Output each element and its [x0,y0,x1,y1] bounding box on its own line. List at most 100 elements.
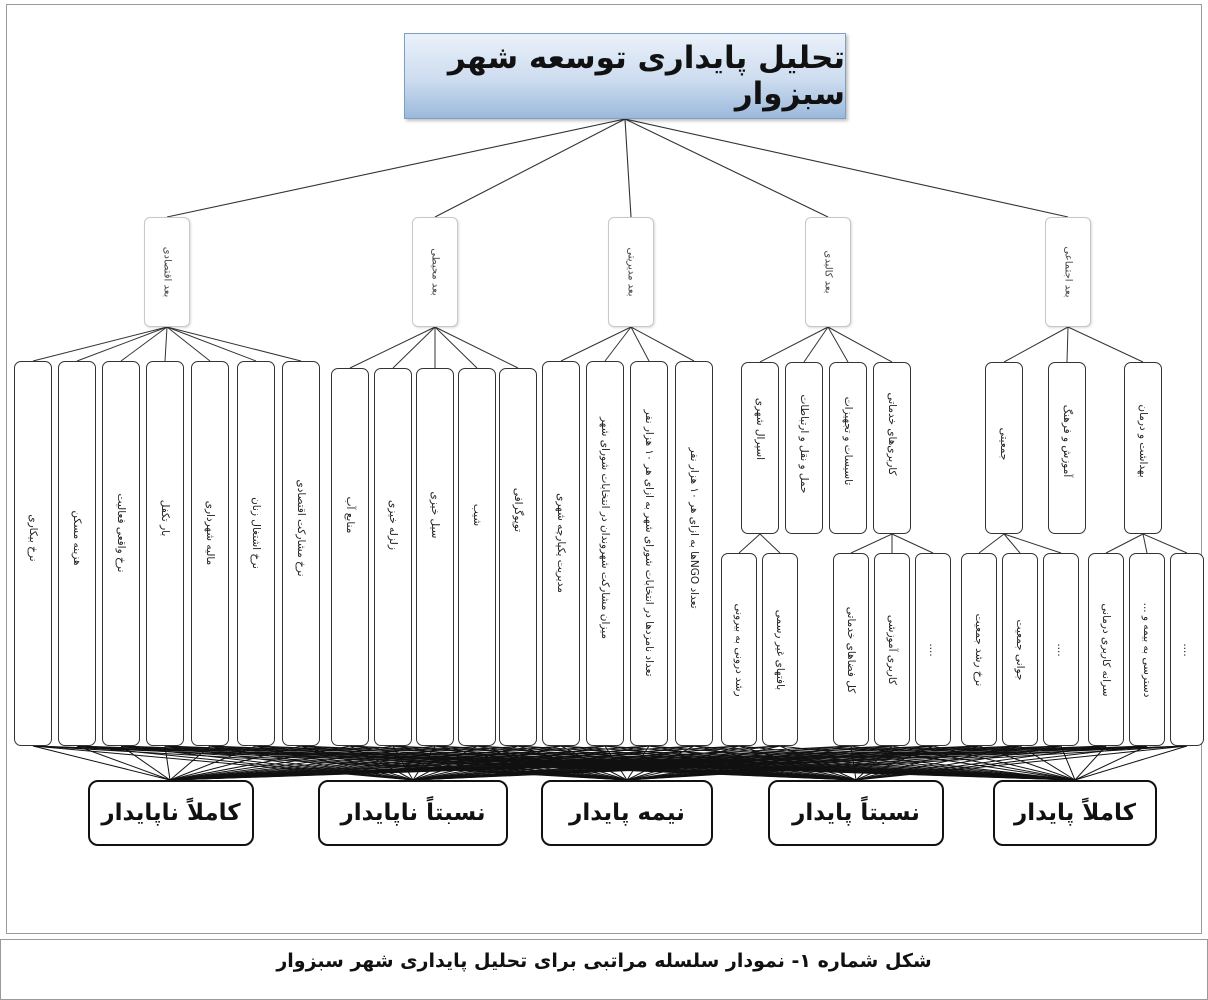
indicator-label: منابع آب [344,496,356,534]
indicator-urban-sprawl: اسپرال شهری [741,362,779,534]
indicator-label: آموزش و فرهنگ [1061,404,1073,478]
leaf-outcome-connector [169,745,351,781]
indicator-label: مدیریت یکپارچه شهری [555,493,567,593]
indicator-sub-connector [1142,533,1148,554]
indicator-label: زلزله خیزی [387,500,399,550]
dimension-indicator-connector [166,326,302,362]
leaf-outcome-connector [412,745,478,781]
sub-indicator-service-more: .... [915,553,951,746]
dimension-indicator-connector [120,326,168,362]
outcome-completely-sustainable: کاملاً پایدار [993,780,1157,846]
leaf-outcome-connector [855,745,1188,781]
indicator-label: میزان مشارکت شهروندان در انتخابات شورای … [599,417,611,639]
indicator-sub-connector [978,533,1005,554]
indicator-label: هزینه مسکن [71,510,83,566]
title-dimension-connector [624,118,829,218]
figure-caption: شکل شماره ۱- نمودار سلسله مراتبی برای تح… [276,950,932,972]
title-dimension-connector [434,118,626,218]
leaf-outcome-connector [169,745,606,781]
leaf-outcome-connector [626,745,1188,781]
indicator-label: جمعیتی [998,427,1010,461]
dimension-label: بعد کالبدی [822,250,834,294]
leaf-outcome-connector [169,745,1188,781]
dimension-indicator-connector [76,326,168,362]
indicator-housing-cost: هزینه مسکن [58,361,96,746]
sub-indicator-insurance-access: دسترسی به بیمه و ... [1129,553,1165,746]
leaf-outcome-connector [164,745,414,781]
dimension-indicator-connector [803,326,829,363]
indicator-service-uses: کاربری‌های خدماتی [873,362,911,534]
indicator-flood: سیل خیزی [416,368,454,746]
indicator-label: نرخ بیکاری [27,514,39,562]
indicator-transport: حمل و نقل و ارتباطات [785,362,823,534]
sub-indicator-health-per-capita: سرانه کاربری درمانی [1088,553,1124,746]
indicator-label: بار تکفل [159,499,171,537]
sub-indicator-label: سرانه کاربری درمانی [1100,603,1112,697]
leaf-outcome-connector [209,745,414,781]
sub-indicator-label: کل فضاهای خدماتی [845,606,857,694]
indicator-sub-connector [1105,533,1144,554]
indicator-unemployment: نرخ بیکاری [14,361,52,746]
indicator-sub-connector [891,533,934,554]
indicator-label: اسپرال شهری [754,397,766,461]
leaf-outcome-connector [169,745,478,781]
sub-indicator-population-more: .... [1043,553,1079,746]
leaf-outcome-connector [169,745,394,781]
dimension-indicator-connector [630,326,695,362]
leaf-outcome-connector [169,745,519,781]
sub-indicator-label: کاربری آموزشی [886,614,898,686]
leaf-outcome-connector [779,745,1076,781]
title-dimension-connector [166,118,626,218]
leaf-outcome-connector [412,745,436,781]
dimension-indicator-connector [1066,326,1069,363]
outcome-completely-unsustainable: کاملاً ناپایدار [88,780,254,846]
outcome-relatively-unsustainable: نسبتاً ناپایدار [318,780,508,846]
dimension-indicator-connector [1067,326,1144,363]
indicator-label: حمل و نقل و ارتباطات [798,394,810,494]
indicator-health: بهداشت و درمان [1124,362,1162,534]
dimension-economic: بعد اقتصادی [144,217,190,327]
diagram-frame [6,4,1202,934]
indicator-sub-connector [1003,533,1062,554]
dimension-indicator-connector [166,326,211,362]
leaf-outcome-connector [169,745,436,781]
dimension-indicator-connector [434,326,478,369]
sub-indicator-health-more: .... [1170,553,1204,746]
indicator-sub-connector [1142,533,1188,554]
indicator-label: کاربری‌های خدماتی [886,392,898,476]
leaf-outcome-connector [76,745,414,781]
dimension-label: بعد اجتماعی [1062,246,1074,298]
indicator-dependency: بار تکفل [146,361,184,746]
indicator-label: نرخ واقعی فعالیت [115,493,127,573]
indicator-water: منابع آب [331,368,369,746]
indicator-sub-connector [738,533,761,554]
sub-indicator-label: جوانی جمعیت [1014,619,1026,681]
dimension-indicator-connector [1003,326,1069,363]
dimension-social: بعد اجتماعی [1045,217,1091,327]
leaf-outcome-connector [255,745,414,781]
sub-indicator-label: رشد درونی به بیرونی [733,603,745,697]
sub-indicator-inward-growth: رشد درونی به بیرونی [721,553,757,746]
indicator-ngos: تعداد NGOها به ازای هر ۱۰ هزار نفر [675,361,713,746]
dimension-indicator-connector [604,326,632,362]
leaf-outcome-connector [169,745,211,781]
outcome-relatively-sustainable: نسبتاً پایدار [768,780,944,846]
indicator-participation: میزان مشارکت شهروندان در انتخابات شورای … [586,361,624,746]
indicator-topography: توپوگرافی [499,368,537,746]
sub-indicator-growth-rate: نرخ رشد جمعیت [961,553,997,746]
sub-indicator-education-use: کاربری آموزشی [874,553,910,746]
indicator-education: آموزش و فرهنگ [1048,362,1086,534]
leaf-outcome-connector [169,745,562,781]
dimension-physical: بعد کالبدی [805,217,851,327]
indicator-label: بهداشت و درمان [1137,404,1149,478]
indicator-sub-connector [759,533,781,554]
leaf-outcome-connector [1074,745,1188,781]
dimension-indicator-connector [434,326,519,369]
indicator-population: جمعیتی [985,362,1023,534]
outcome-semi-sustainable: نیمه پایدار [541,780,713,846]
sub-indicator-service-areas: کل فضاهای خدماتی [833,553,869,746]
title-dimension-connector [624,118,1069,218]
sub-indicator-informal-fabric: بافتهای غیر رسمی [762,553,798,746]
leaf-outcome-connector [169,745,257,781]
